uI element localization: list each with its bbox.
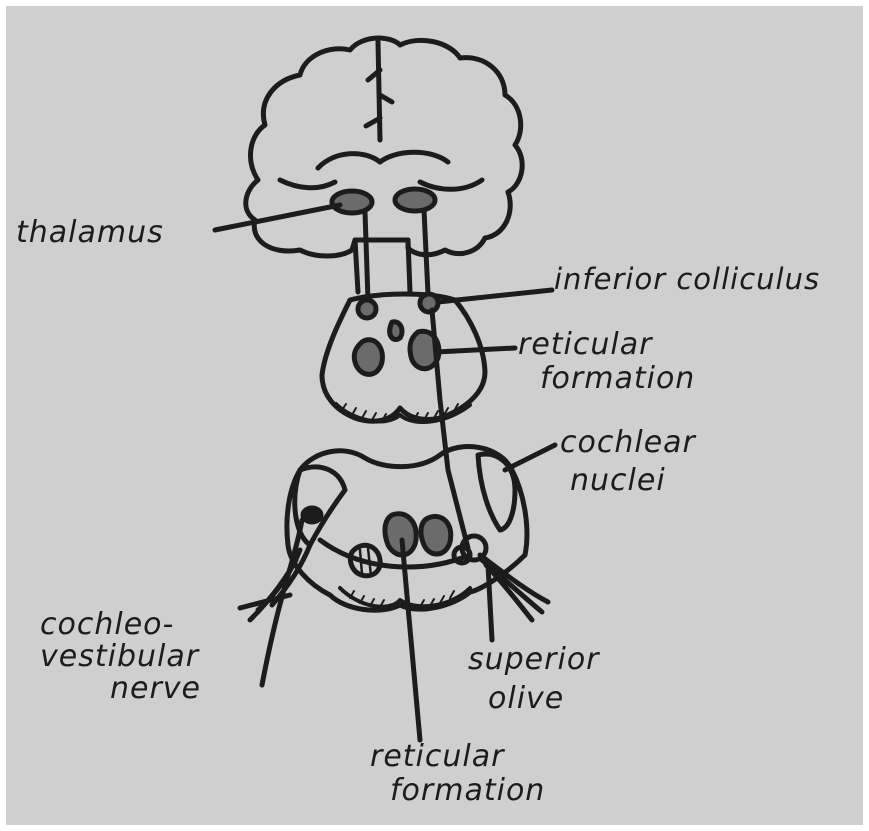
brainstem-upper xyxy=(355,240,410,292)
pathway-lemniscus xyxy=(432,310,468,548)
cerebrum-outline xyxy=(246,38,522,256)
label-cochlear-nuclei-1: cochlear xyxy=(560,428,696,458)
label-reticular-formation-upper-1: reticular xyxy=(518,330,652,360)
label-cochleovestibular-nerve-1: cochleo- xyxy=(40,610,174,640)
medulla-reticular-right xyxy=(421,516,451,554)
thalamus-right xyxy=(395,189,435,211)
leader-reticular-upper xyxy=(436,348,515,352)
inferior-colliculus-left xyxy=(358,300,376,318)
cerebrum-inner-contour xyxy=(318,152,448,168)
label-cochleovestibular-nerve-3: nerve xyxy=(110,674,201,704)
leader-superior-olive xyxy=(488,565,492,640)
cochlear-nucleus-dot xyxy=(303,508,321,522)
label-inferior-colliculus: inferior colliculus xyxy=(554,265,820,294)
label-thalamus: thalamus xyxy=(16,218,164,248)
cochlear-nucleus-left xyxy=(295,467,345,545)
label-reticular-formation-lower-2: formation xyxy=(390,776,545,806)
midbrain-small-nucleus xyxy=(390,322,402,340)
leader-cochlear-nuclei xyxy=(505,445,555,470)
leader-inferior-colliculus xyxy=(438,290,552,302)
leader-reticular-lower xyxy=(402,540,420,740)
label-reticular-formation-upper-2: formation xyxy=(540,364,695,394)
cerebrum-inner-contour-2 xyxy=(280,180,482,189)
label-reticular-formation-lower-1: reticular xyxy=(370,742,504,772)
leader-thalamus xyxy=(215,205,340,230)
label-cochleovestibular-nerve-2: vestibular xyxy=(40,642,199,672)
thalamus-left xyxy=(332,191,372,213)
label-superior-olive-2: olive xyxy=(488,684,564,714)
cerebrum-midline xyxy=(366,42,392,140)
midbrain-reticular-left xyxy=(354,340,382,375)
label-superior-olive-1: superior xyxy=(468,645,600,675)
label-cochlear-nuclei-2: nuclei xyxy=(570,466,666,496)
midbrain-outline xyxy=(322,294,485,421)
inferior-colliculus-right xyxy=(420,294,438,312)
